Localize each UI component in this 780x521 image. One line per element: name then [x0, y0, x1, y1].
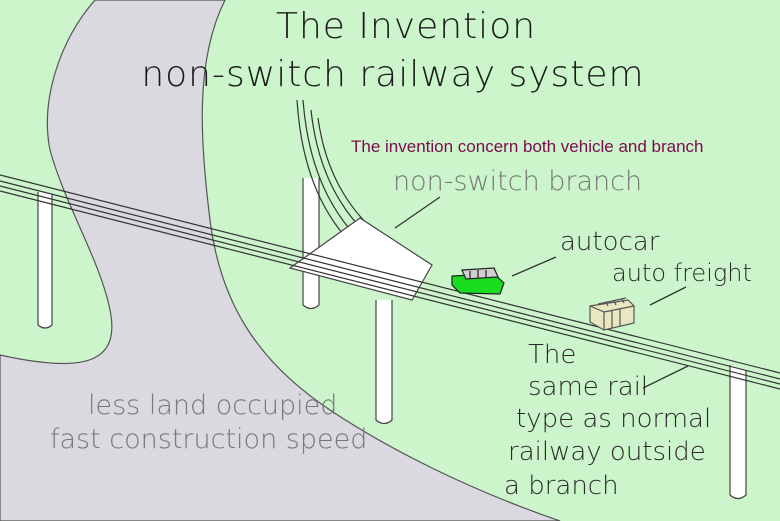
leader-branch [394, 196, 441, 229]
leader-autocar [511, 256, 557, 277]
rail-note-line-2: same rail [528, 372, 648, 402]
road [0, 0, 561, 521]
rail-note-line-4: railway outside [508, 437, 706, 467]
land-line-2: fast construction speed [50, 424, 367, 455]
pillar-left [37, 192, 53, 329]
rail-note-line-3: type as normal [516, 404, 711, 434]
auto-freight [589, 297, 635, 331]
title-line-1: The Invention [276, 6, 536, 47]
autocar-label: autocar [560, 227, 660, 257]
freight-label: auto freight [612, 259, 752, 287]
subtitle: The invention concern both vehicle and b… [351, 137, 704, 156]
pillar-center [302, 178, 320, 310]
leader-rail [642, 365, 689, 389]
autocar [451, 267, 505, 295]
branch-platform [288, 217, 433, 301]
rail-note-line-5: a branch [504, 471, 619, 501]
land-line-1: less land occupied [88, 390, 337, 421]
rail-note-line-1: The [528, 340, 576, 370]
branch-label: non-switch branch [393, 166, 642, 197]
pillar-right [729, 365, 747, 500]
main-track [0, 174, 780, 390]
pillar-branch [375, 300, 393, 425]
title-line-2: non-switch railway system [141, 54, 644, 95]
leader-lines [394, 196, 689, 389]
pillars [37, 178, 747, 500]
leader-freight [649, 286, 687, 306]
